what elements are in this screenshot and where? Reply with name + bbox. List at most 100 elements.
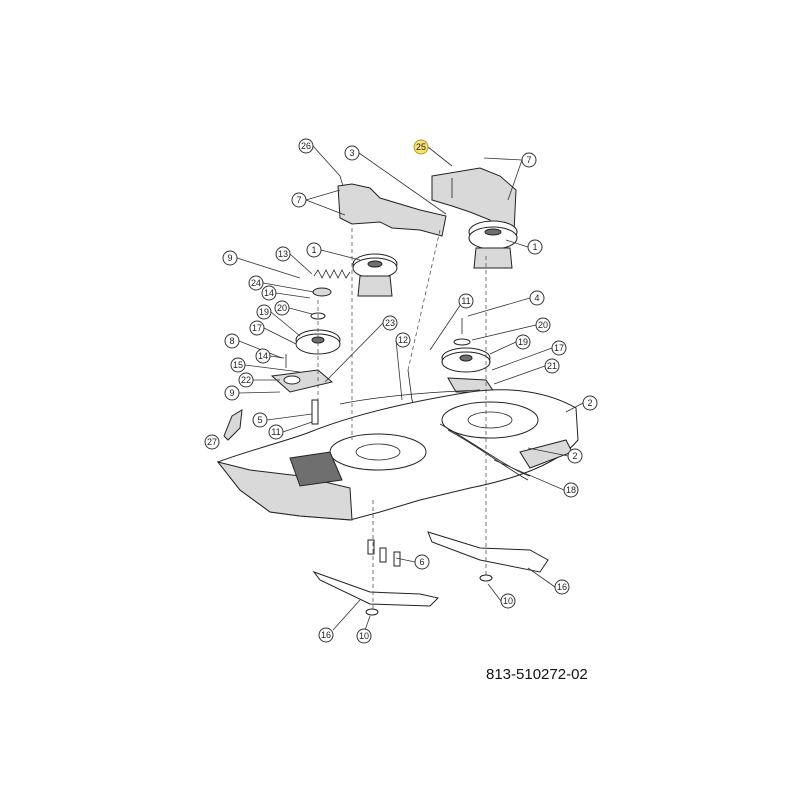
callout-label: 23 [385,318,395,328]
callout-label: 11 [271,427,280,437]
idler-arm [270,369,334,393]
callout-bubble [306,242,322,258]
callout-bubble [529,290,545,306]
callout-label: 20 [538,320,548,330]
bracket-24 [312,287,332,297]
callout-label: 9 [229,388,234,398]
callout-label: 27 [207,437,217,447]
callout-10: 10 [356,628,372,644]
callout-label: 1 [532,242,537,252]
callout-bubble [224,333,240,349]
callout-14: 14 [255,348,271,364]
callout-label: 24 [251,278,261,288]
callout-11: 11 [268,424,284,440]
callout-bubble [318,627,334,643]
callout-bubble [256,304,272,320]
callout-20: 20 [535,317,551,333]
callout-bubble [255,348,271,364]
callout-23: 23 [382,315,398,331]
callout-bubble [382,315,398,331]
callout-bubble [567,448,583,464]
callout-bubble [275,246,291,262]
callout-25: 25 [413,139,429,155]
callout-bubble [274,300,290,316]
callout-label: 1 [311,245,316,255]
callout-bubble [298,138,314,154]
callout-19: 19 [515,334,531,350]
callout-label: 20 [277,303,287,313]
callout-24: 24 [248,275,264,291]
mower-deck [216,389,579,521]
callout-label: 10 [503,596,513,606]
callout-bubble [535,317,551,333]
callout-label: 21 [547,361,557,371]
callout-8: 8 [224,333,240,349]
callout-label: 15 [233,360,243,370]
callout-7: 7 [291,192,307,208]
callout-bubble [458,293,474,309]
callout-label: 8 [229,336,234,346]
callout-15: 15 [230,357,246,373]
callout-label: 14 [264,288,274,298]
callout-1: 1 [306,242,322,258]
spindle-right [468,220,518,269]
callout-1: 1 [527,239,543,255]
diagram-part-number: 813-510272-02 [486,666,588,683]
callout-17: 17 [249,320,265,336]
callout-label: 19 [259,307,269,317]
callout-label: 17 [554,343,564,353]
callout-label: 4 [534,293,539,303]
callout-21: 21 [544,358,560,374]
callout-20: 20 [274,300,290,316]
callout-label: 7 [296,195,301,205]
leader-lines [236,145,584,637]
callout-27: 27 [204,434,220,450]
callout-bubble [551,340,567,356]
blade-adapter-right [479,574,493,582]
callout-label: 14 [258,351,268,361]
callout-label: 2 [572,451,577,461]
callout-9: 9 [222,250,238,266]
callout-bubble [344,145,360,161]
callout-label: 17 [252,323,262,333]
callout-bubble [230,357,246,373]
callout-label: 2 [587,398,592,408]
callout-bubble [268,424,284,440]
callout-16: 16 [554,579,570,595]
callout-22: 22 [238,372,254,388]
washer-20-right [453,338,471,346]
callout-3: 3 [344,145,360,161]
callout-2: 2 [582,395,598,411]
callout-16: 16 [318,627,334,643]
callout-11: 11 [458,293,474,309]
drive-belt [439,423,531,481]
callout-label: 22 [241,375,251,385]
callout-5: 5 [252,412,268,428]
callout-bubble [544,358,560,374]
callout-label: 16 [321,630,331,640]
callout-bubble [413,139,429,155]
callout-bubble [261,285,277,301]
callout-label: 18 [566,485,576,495]
spring [313,269,351,279]
blade-adapter-left [365,608,379,616]
callout-label: 13 [278,249,288,259]
callout-label: 26 [301,141,311,151]
stud-5 [311,399,319,425]
callout-bubble [252,412,268,428]
blade-left [312,570,439,607]
callout-label: 16 [557,582,567,592]
callout-bubble [395,332,411,348]
callout-label: 12 [398,335,408,345]
callout-18: 18 [563,482,579,498]
callout-14: 14 [261,285,277,301]
callout-12: 12 [395,332,411,348]
belt-cover-left [337,183,447,237]
callout-2: 2 [567,448,583,464]
callout-bubble [527,239,543,255]
bracket-27 [223,409,243,441]
callout-bubble [204,434,220,450]
callout-bubble [356,628,372,644]
